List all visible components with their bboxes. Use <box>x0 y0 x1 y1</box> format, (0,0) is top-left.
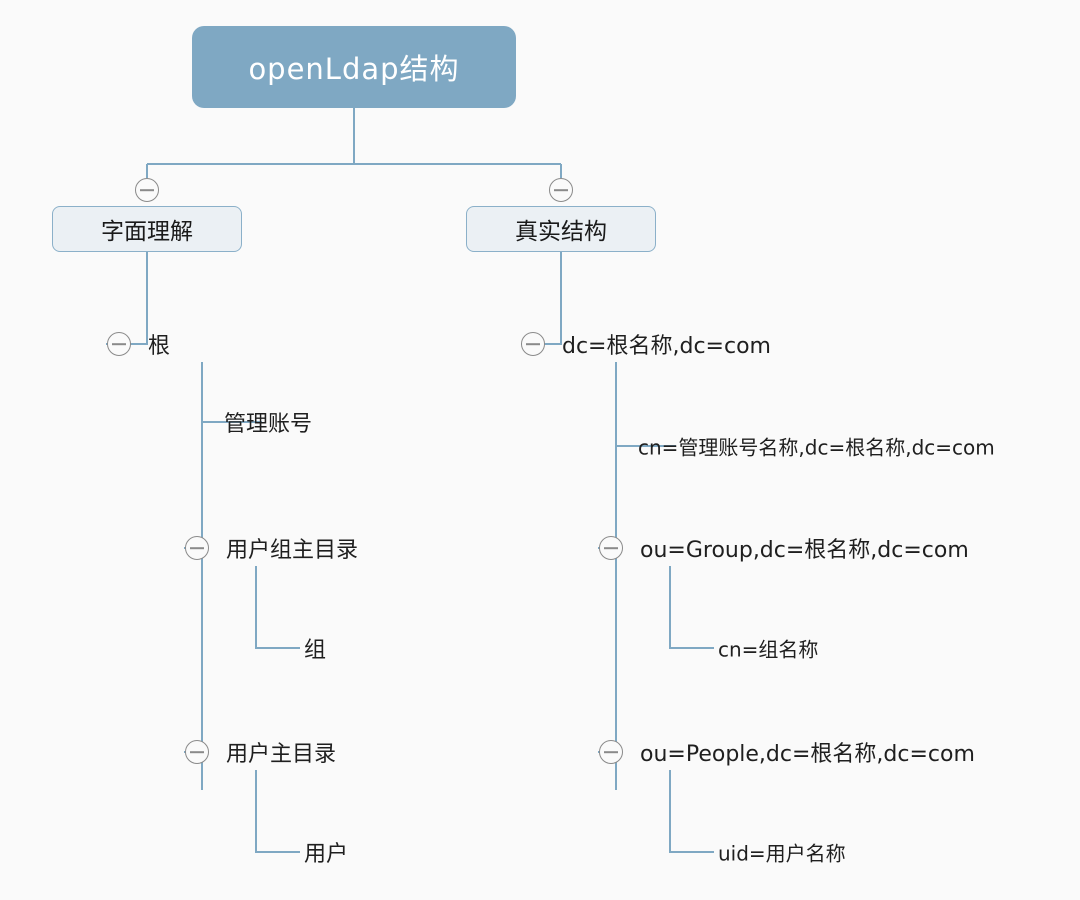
minus-circle-icon-group-home[interactable] <box>185 536 209 560</box>
minus-circle-icon-dc-root[interactable] <box>521 332 545 356</box>
minus-circle-icon-ou-people[interactable] <box>599 740 623 764</box>
node-ou-people[interactable]: ou=People,dc=根名称,dc=com <box>640 742 975 767</box>
node-group-item[interactable]: 组 <box>304 638 327 663</box>
node-dc-root[interactable]: dc=根名称,dc=com <box>562 334 771 359</box>
node-cn-admin[interactable]: cn=管理账号名称,dc=根名称,dc=com <box>638 435 995 460</box>
wire-real-to-dcroot <box>521 252 562 345</box>
node-group-home[interactable]: 用户组主目录 <box>226 538 359 563</box>
minus-circle-icon-literal[interactable] <box>135 178 159 202</box>
minus-circle-icon-real[interactable] <box>549 178 573 202</box>
wire-ougroup-to-cngroup <box>669 566 714 649</box>
node-uid-user[interactable]: uid=用户名称 <box>718 841 846 866</box>
node-user-item[interactable]: 用户 <box>304 842 349 867</box>
root-node[interactable]: openLdap结构 <box>192 26 516 108</box>
node-admin-account[interactable]: 管理账号 <box>224 412 313 437</box>
wire-group-home-to-group <box>255 566 300 649</box>
wire-user-home-to-user <box>255 770 300 853</box>
branch-node-literal-label: 字面理解 <box>101 219 193 245</box>
node-root-literal[interactable]: 根 <box>148 334 171 359</box>
wire-literal-to-root <box>106 252 148 345</box>
branch-node-real[interactable]: 真实结构 <box>466 206 656 252</box>
minus-circle-icon-ou-group[interactable] <box>599 536 623 560</box>
wire-literal-elbow <box>107 252 148 345</box>
branch-node-literal[interactable]: 字面理解 <box>52 206 242 252</box>
minus-circle-icon-root-literal[interactable] <box>107 332 131 356</box>
node-cn-group[interactable]: cn=组名称 <box>718 637 819 662</box>
node-ou-group[interactable]: ou=Group,dc=根名称,dc=com <box>640 538 969 563</box>
node-user-home[interactable]: 用户主目录 <box>226 742 337 767</box>
minus-circle-icon-user-home[interactable] <box>185 740 209 764</box>
wire-oupeople-to-uid <box>669 770 714 853</box>
branch-node-real-label: 真实结构 <box>515 219 607 245</box>
root-node-label: openLdap结构 <box>248 52 460 86</box>
